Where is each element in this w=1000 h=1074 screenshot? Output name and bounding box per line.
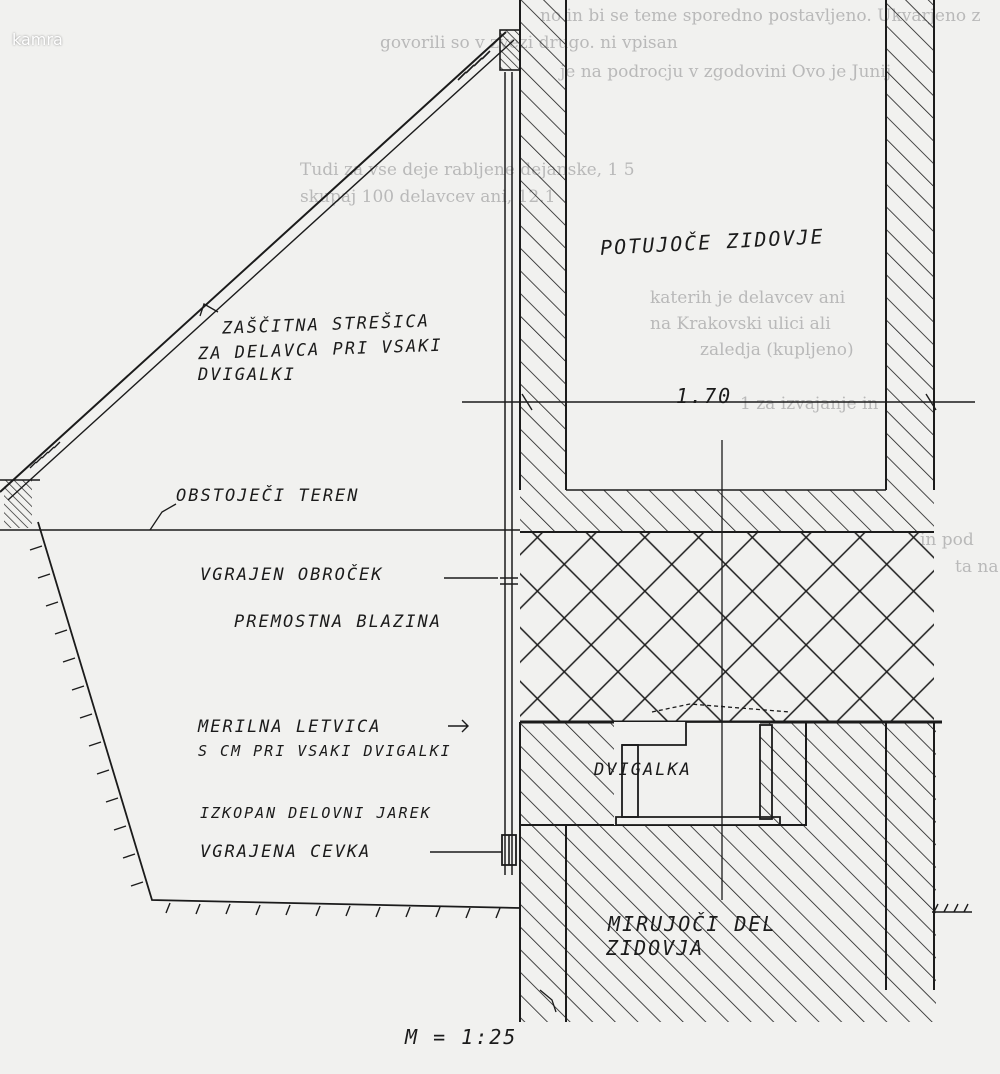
trench-excavation: [29, 521, 521, 919]
gauge-rod-label-line2: S CM PRI VSAKI DVIGALKI: [198, 742, 452, 760]
bg-text-line: zaledja (kupljeno): [700, 340, 854, 360]
dimension-line: [462, 393, 975, 411]
still-wall-label-line1: MIRUJOČI DEL: [608, 912, 777, 936]
jack-label: DVIGALKA: [594, 760, 692, 780]
moving-wall-left: [519, 0, 567, 490]
bg-text-line: na Krakovski ulici ali: [650, 314, 831, 334]
excavated-trench-label: IZKOPAN DELOVNI JAREK: [200, 804, 432, 822]
leader-lines: [149, 303, 972, 1013]
gauge-rod-label-line1: MERILNA LETVICA: [198, 717, 382, 737]
built-pipe-label: VGRAJENA CEVKA: [200, 842, 372, 862]
existing-terrain-label: OBSTOJEČI TEREN: [176, 486, 360, 506]
protective-roof: [0, 29, 521, 528]
hydraulic-jack: [615, 703, 791, 826]
bg-text-line: 1 za izvajanje in: [740, 394, 879, 414]
built-ring-label: VGRAJEN OBROČEK: [200, 565, 384, 585]
bridge-cushion-label: PREMOSTNA BLAZINA: [234, 612, 442, 632]
gauge-rod: [500, 72, 518, 875]
wall-beam-band: [520, 489, 934, 532]
dimension-value: 1.70: [676, 384, 733, 408]
scale-label: M = 1:25: [405, 1025, 518, 1049]
moving-wall-right: [885, 0, 935, 490]
bg-text-line: je na podrocju v zgodovini Ovo je Junij: [560, 62, 892, 82]
watermark-logo: kamra: [12, 30, 63, 49]
bg-text-line: katerih je delavcev ani: [650, 288, 846, 308]
bg-text-line: skupaj 100 delavcev ani, 12.1: [300, 187, 556, 207]
still-wall-label-line2: ZIDOVJA: [606, 936, 705, 960]
still-wall-part: [519, 722, 936, 1022]
protective-roof-label-line3: DVIGALKI: [198, 365, 296, 385]
bg-text-line: ta na: [955, 557, 999, 577]
bg-text-line: no in bi se teme sporedno postavljeno. U…: [540, 6, 981, 26]
bridge-cushion-area: [520, 531, 942, 724]
